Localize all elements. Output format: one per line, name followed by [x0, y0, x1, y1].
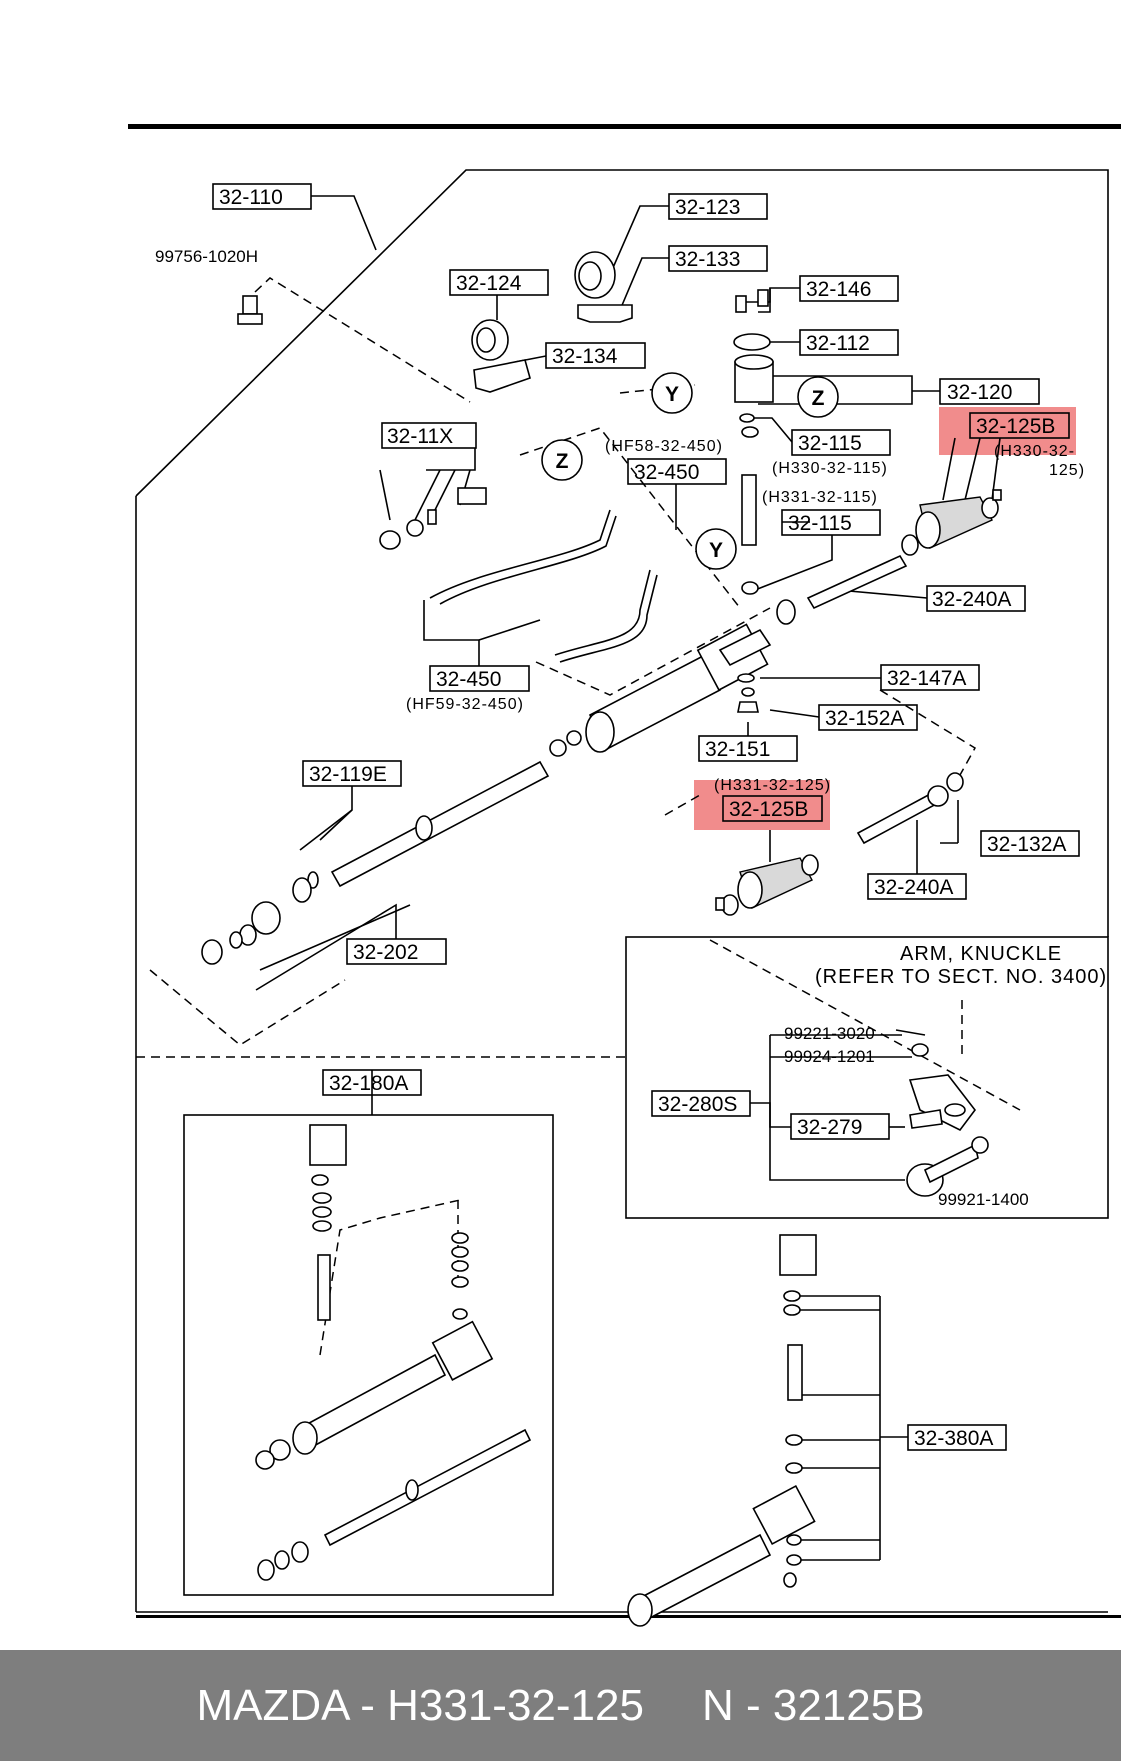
main-frame	[135, 169, 1109, 1613]
label-99924-1201: 99924-1201	[784, 1047, 875, 1066]
label-32-146: 32-146	[806, 278, 871, 301]
label-32-11x: 32-11X	[387, 425, 453, 448]
top-rule	[128, 124, 1121, 129]
marker-z-left-label: Z	[556, 450, 569, 473]
label-32-115-a: 32-115	[798, 432, 862, 455]
marker-z-top	[797, 376, 839, 418]
marker-y-mid-label: Y	[709, 539, 723, 562]
label-32-125b-top: 32-125B	[976, 415, 1055, 438]
label-32-450-b: 32-450	[436, 668, 501, 691]
parts	[201, 251, 1002, 1627]
label-32-240a-bottom: 32-240A	[874, 876, 953, 899]
label-32-380a: 32-380A	[914, 1427, 993, 1450]
label-99756-1020h: 99756-1020H	[155, 247, 258, 266]
label-32-180a: 32-180A	[329, 1072, 408, 1095]
label-32-125b-bottom: 32-125B	[729, 798, 808, 821]
marker-y-mid	[695, 528, 737, 570]
label-arm-knuckle: ARM, KNUCKLE	[900, 943, 1062, 965]
label-32-110: 32-110	[219, 186, 283, 209]
marker-y-top-label: Y	[665, 383, 679, 406]
marker-z-top-label: Z	[812, 387, 825, 410]
note-hf59-32-450: (HF59-32-450)	[406, 696, 524, 713]
label-32-133: 32-133	[675, 248, 740, 271]
label-32-123: 32-123	[675, 196, 740, 219]
label-32-115-b: 32-115	[788, 512, 852, 535]
label-32-147a: 32-147A	[887, 667, 966, 690]
steering-gear-parts-diagram: Y Z Z Y 32-110 99756-1020H 32-123 32-133…	[128, 124, 1121, 1627]
label-32-240a-top: 32-240A	[932, 588, 1011, 611]
note-h330-32-115: (H330-32-115)	[772, 460, 888, 477]
label-32-124: 32-124	[456, 272, 522, 295]
label-32-120: 32-120	[947, 381, 1012, 404]
note-h331-32-125: (H331-32-125)	[714, 777, 831, 794]
note-h331-32-115: (H331-32-115)	[762, 489, 878, 506]
label-32-134: 32-134	[552, 345, 618, 368]
label-32-202: 32-202	[353, 941, 418, 964]
note-h330-32-a: (H330-32-	[994, 443, 1075, 460]
highlight-top	[939, 407, 1076, 455]
part-number-footer: MAZDA - H331-32-125 N - 32125B	[0, 1650, 1121, 1761]
label-32-119e: 32-119E	[309, 763, 387, 786]
note-hf58-32-450: (HF58-32-450)	[605, 438, 723, 455]
label-32-151: 32-151	[705, 738, 770, 761]
marker-z-left	[541, 439, 583, 481]
footer-brand-part: MAZDA - H331-32-125	[196, 1680, 644, 1730]
reference-markers: Y Z Z Y	[541, 372, 839, 570]
label-32-112: 32-112	[806, 332, 870, 355]
label-refer-sect: (REFER TO SECT. NO. 3400)	[815, 966, 1107, 988]
label-32-152a: 32-152A	[825, 707, 904, 730]
label-32-279: 32-279	[797, 1116, 862, 1139]
marker-y-top	[651, 372, 693, 414]
note-h330-32-b: 125)	[1049, 462, 1085, 479]
label-99921-1400: 99921-1400	[938, 1190, 1029, 1209]
label-99221-3020: 99221-3020	[784, 1024, 875, 1043]
label-32-132a: 32-132A	[987, 833, 1066, 856]
part-labels: 32-110 99756-1020H 32-123 32-133 32-124 …	[155, 186, 1107, 1450]
footer-number: N - 32125B	[701, 1680, 925, 1730]
label-32-280s: 32-280S	[658, 1093, 737, 1116]
label-32-450-a: 32-450	[634, 461, 699, 484]
